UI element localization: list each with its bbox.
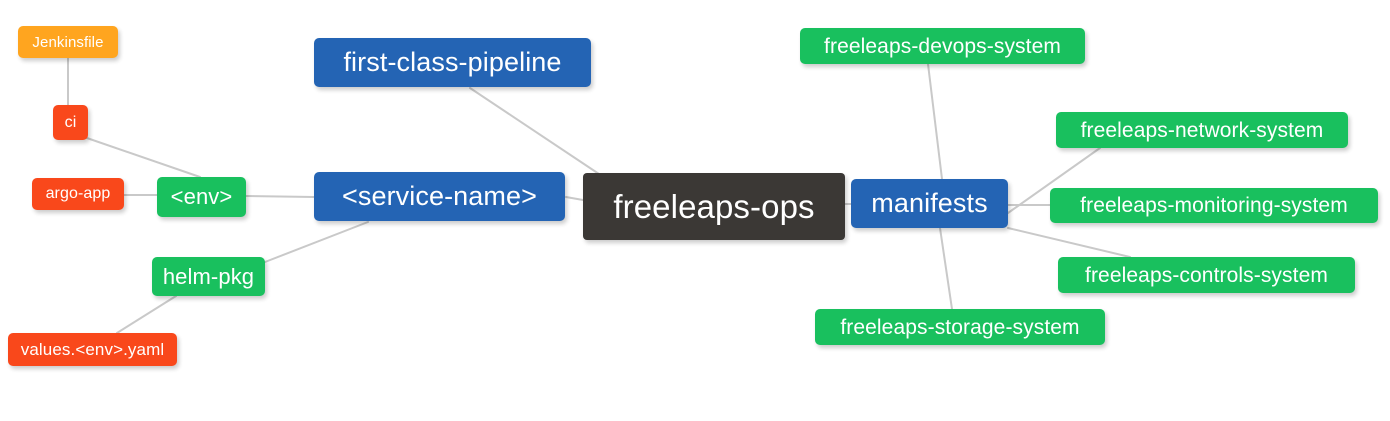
mindmap-node-env[interactable]: <env> (157, 177, 246, 217)
mindmap-node-argo-app[interactable]: argo-app (32, 178, 124, 210)
mindmap-node-jenkinsfile[interactable]: Jenkinsfile (18, 26, 118, 58)
node-label: helm-pkg (162, 263, 255, 289)
edge-manifests-to-freeleaps-storage-system (939, 227, 953, 310)
edge-freeleaps-ops-to-service-name (565, 196, 584, 201)
edge-env-to-ci (83, 136, 201, 178)
mindmap-node-freeleaps-network-system[interactable]: freeleaps-network-system (1056, 112, 1348, 148)
edge-manifests-to-freeleaps-controls-system (1007, 227, 1131, 258)
node-label: Jenkinsfile (32, 33, 104, 51)
node-label: manifests (871, 188, 988, 218)
mindmap-node-freeleaps-controls-system[interactable]: freeleaps-controls-system (1058, 257, 1355, 293)
node-label: first-class-pipeline (343, 47, 562, 77)
edge-manifests-to-freeleaps-devops-system (927, 63, 943, 180)
node-label: freeleaps-ops (613, 188, 815, 225)
mindmap-node-freeleaps-monitoring-system[interactable]: freeleaps-monitoring-system (1050, 188, 1378, 223)
mindmap-node-freeleaps-devops-system[interactable]: freeleaps-devops-system (800, 28, 1085, 64)
node-label: ci (64, 113, 77, 131)
node-label: values.<env>.yaml (20, 340, 165, 359)
mindmap-node-service-name[interactable]: <service-name> (314, 172, 565, 221)
edge-service-name-to-env (245, 195, 315, 198)
mindmap-node-freeleaps-storage-system[interactable]: freeleaps-storage-system (815, 309, 1105, 345)
mindmap-node-freeleaps-ops[interactable]: freeleaps-ops (583, 173, 845, 240)
node-label: freeleaps-devops-system (824, 34, 1061, 58)
edge-helm-pkg-to-values-env-yaml (116, 295, 177, 334)
mindmap-node-values-env-yaml[interactable]: values.<env>.yaml (8, 333, 177, 366)
node-label: <service-name> (342, 181, 537, 211)
mindmap-node-ci[interactable]: ci (53, 105, 88, 140)
node-label: argo-app (45, 185, 111, 202)
edge-service-name-to-helm-pkg (264, 221, 369, 263)
node-label: freeleaps-monitoring-system (1080, 194, 1348, 217)
node-label: freeleaps-storage-system (840, 315, 1080, 339)
mindmap-node-helm-pkg[interactable]: helm-pkg (152, 257, 265, 296)
node-label: freeleaps-network-system (1080, 118, 1324, 142)
mindmap-node-manifests[interactable]: manifests (851, 179, 1008, 228)
mindmap-node-first-class-pipeline[interactable]: first-class-pipeline (314, 38, 591, 87)
edge-freeleaps-ops-to-first-class-pipeline (469, 87, 603, 177)
node-label: freeleaps-controls-system (1085, 263, 1328, 287)
node-label: <env> (170, 184, 233, 209)
